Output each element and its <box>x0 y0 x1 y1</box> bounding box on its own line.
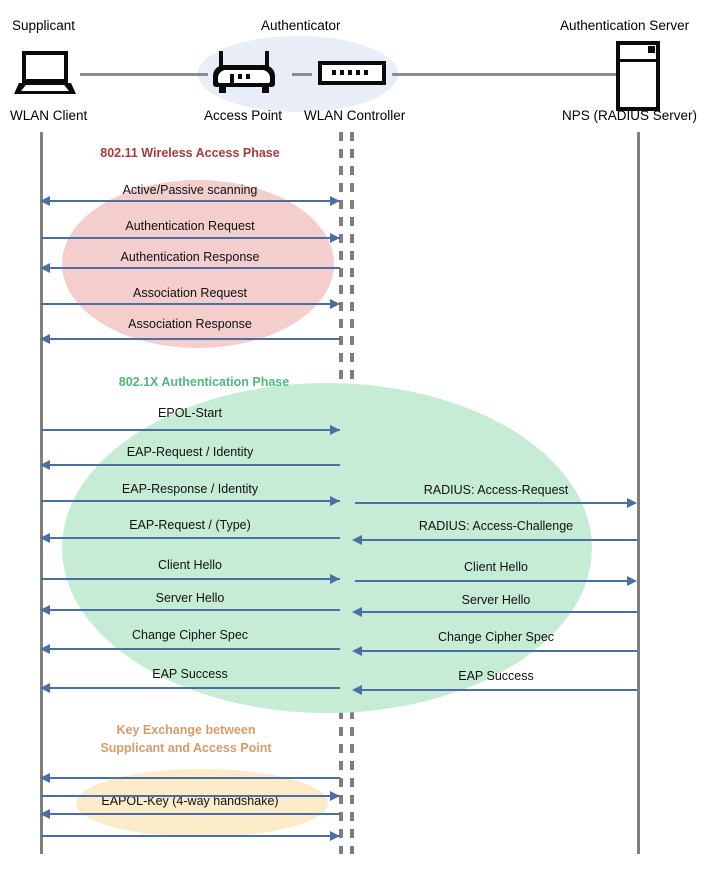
message-arrow <box>50 777 340 779</box>
message-arrow <box>41 237 340 239</box>
message-label: Client Hello <box>158 558 222 572</box>
arrowhead-left-icon <box>40 644 50 654</box>
phase-ellipse-key-exchange <box>76 769 328 837</box>
arrowhead-right-icon <box>627 498 637 508</box>
message-arrow <box>362 650 637 652</box>
arrowhead-right-icon <box>330 425 340 435</box>
actor-device-access-point: Access Point <box>204 108 283 123</box>
message-label: Association Request <box>133 286 247 300</box>
arrowhead-left-icon <box>352 685 362 695</box>
actor-role-authentication-server: Authentication Server <box>560 18 690 33</box>
message-arrow <box>362 539 637 541</box>
wlan-controller-icon <box>318 61 386 85</box>
message-arrow <box>50 200 340 202</box>
message-label: EAPOL-Key (4-way handshake) <box>101 794 279 808</box>
arrowhead-right-icon <box>330 574 340 584</box>
message-arrow <box>41 429 340 431</box>
message-arrow <box>50 338 340 340</box>
wire-client-to-ap <box>80 73 208 76</box>
message-label: Authentication Request <box>125 219 255 233</box>
phase-label-wireless-access: 802.11 Wireless Access Phase <box>100 146 280 160</box>
phase-label-dot1x-auth: 802.1X Authentication Phase <box>118 375 290 389</box>
lifeline-radius-server <box>637 132 640 854</box>
message-label: EPOL-Start <box>158 406 222 420</box>
message-arrow <box>50 267 340 269</box>
phase-label-key-exchange-line2: Supplicant and Access Point <box>100 741 272 756</box>
arrowhead-right-icon <box>330 233 340 243</box>
actor-role-authenticator: Authenticator <box>261 18 341 33</box>
arrowhead-left-icon <box>352 535 362 545</box>
arrowhead-left-icon <box>40 334 50 344</box>
actor-device-wlan-controller: WLAN Controller <box>304 108 406 123</box>
arrowhead-left-icon <box>40 605 50 615</box>
message-arrow <box>50 537 340 539</box>
message-arrow <box>355 580 627 582</box>
arrowhead-right-icon <box>330 196 340 206</box>
message-arrow <box>41 835 340 837</box>
wire-controller-to-server <box>392 73 616 76</box>
arrowhead-left-icon <box>40 460 50 470</box>
arrowhead-left-icon <box>40 683 50 693</box>
access-point-icon <box>213 51 275 95</box>
message-label: Association Response <box>128 317 252 331</box>
message-arrow <box>41 578 340 580</box>
message-arrow <box>355 502 627 504</box>
phase-label-key-exchange: Key Exchange between Supplicant and Acce… <box>80 721 292 757</box>
message-label: EAP Success <box>458 669 534 683</box>
message-label: EAP Success <box>152 667 228 681</box>
phase-ellipse-dot1x-auth <box>62 383 592 713</box>
arrowhead-right-icon <box>330 831 340 841</box>
message-arrow <box>41 795 340 797</box>
laptop-icon <box>14 51 76 95</box>
actor-device-wlan-client: WLAN Client <box>10 108 88 123</box>
message-label: Change Cipher Spec <box>437 630 555 644</box>
message-label: Client Hello <box>464 560 528 574</box>
message-label: RADIUS: Access-Challenge <box>418 519 574 533</box>
message-label: Server Hello <box>155 591 225 605</box>
message-label: Authentication Response <box>120 250 260 264</box>
arrowhead-right-icon <box>627 576 637 586</box>
message-arrow <box>50 648 340 650</box>
arrowhead-right-icon <box>330 496 340 506</box>
message-arrow <box>41 500 340 502</box>
server-icon <box>616 41 660 111</box>
message-arrow <box>50 464 340 466</box>
message-label: EAP-Request / Identity <box>126 445 254 459</box>
message-label: Change Cipher Spec <box>131 628 249 642</box>
message-label: RADIUS: Access-Request <box>423 483 569 497</box>
wire-ap-to-controller <box>292 73 312 76</box>
message-arrow <box>41 303 340 305</box>
arrowhead-left-icon <box>352 607 362 617</box>
message-arrow <box>50 609 340 611</box>
arrowhead-right-icon <box>330 791 340 801</box>
arrowhead-left-icon <box>40 809 50 819</box>
arrowhead-left-icon <box>40 533 50 543</box>
arrowhead-left-icon <box>40 196 50 206</box>
message-arrow <box>50 813 340 815</box>
actor-role-supplicant: Supplicant <box>12 18 76 33</box>
arrowhead-left-icon <box>40 263 50 273</box>
arrowhead-left-icon <box>40 773 50 783</box>
actor-device-nps-radius-server: NPS (RADIUS Server) <box>562 108 698 123</box>
message-arrow <box>362 611 637 613</box>
message-label: Server Hello <box>461 593 531 607</box>
message-arrow <box>362 689 637 691</box>
phase-label-key-exchange-line1: Key Exchange between <box>116 723 256 737</box>
message-label: EAP-Request / (Type) <box>129 518 251 532</box>
phase-ellipse-wireless-access <box>62 180 334 348</box>
message-label: EAP-Response / Identity <box>121 482 259 496</box>
message-label: Active/Passive scanning <box>122 183 258 197</box>
arrowhead-left-icon <box>352 646 362 656</box>
message-arrow <box>50 687 340 689</box>
lifeline-supplicant <box>40 132 43 854</box>
arrowhead-right-icon <box>330 299 340 309</box>
